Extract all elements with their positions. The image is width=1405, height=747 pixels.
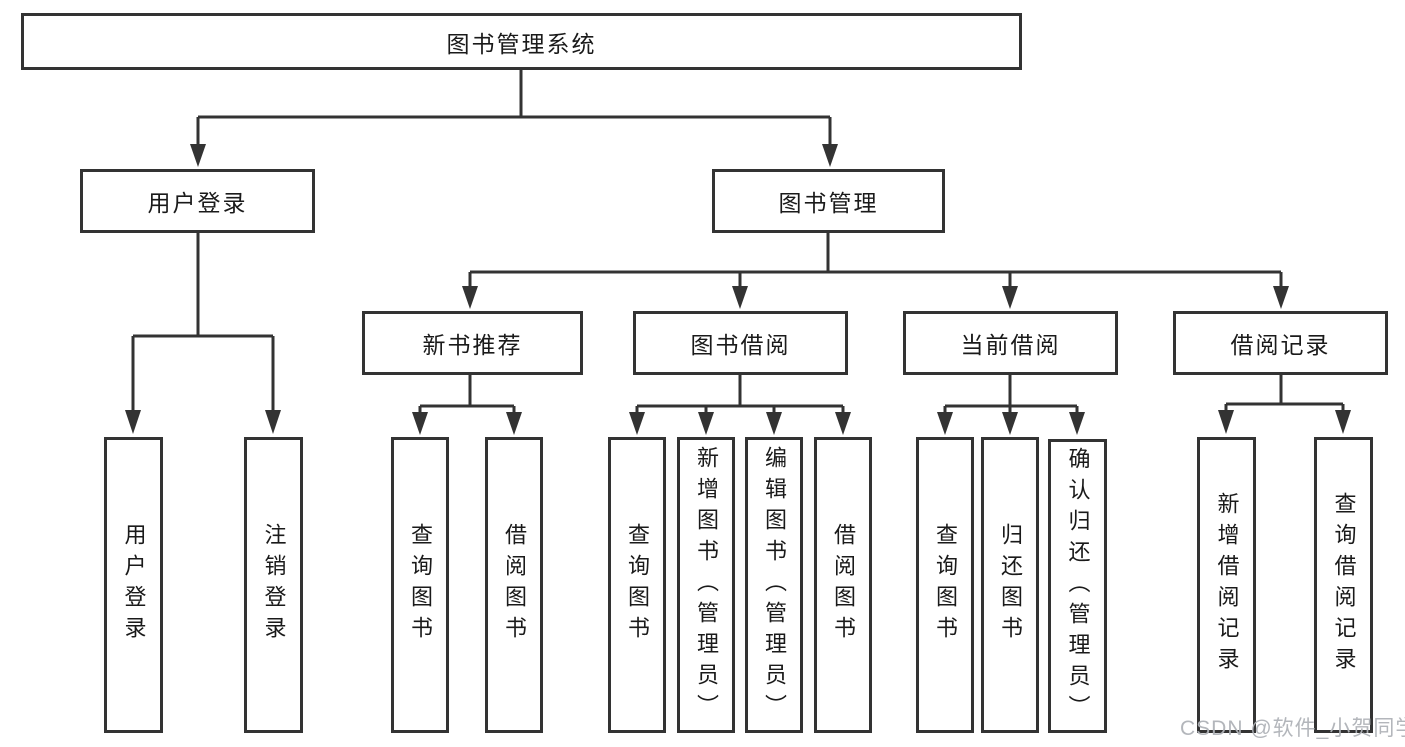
node-current-borrow-label: 当前借阅	[960, 332, 1061, 358]
leaf-record-add-borrow-record-label: 新增借阅记录	[1214, 492, 1240, 678]
csdn-watermark: CSDN @软件_小贺同学	[1180, 717, 1405, 740]
node-current-borrow: 当前借阅	[903, 311, 1118, 375]
node-user-login-label: 用户登录	[147, 190, 248, 216]
leaf-current-return-books: 归还图书	[981, 437, 1039, 733]
node-book-borrow: 图书借阅	[633, 311, 848, 375]
node-borrow-record-label: 借阅记录	[1230, 332, 1331, 358]
leaf-current-confirm-return-admin-label: 确认归还（管理员）	[1065, 446, 1091, 726]
leaf-newbook-borrow-books-label: 借阅图书	[502, 523, 527, 647]
leaf-user-login-label: 用户登录	[121, 523, 147, 647]
leaf-current-query-books-label: 查询图书	[933, 523, 958, 647]
leaf-logout: 注销登录	[244, 437, 303, 733]
leaf-record-add-borrow-record: 新增借阅记录	[1197, 437, 1256, 733]
leaf-logout-label: 注销登录	[261, 523, 287, 647]
node-borrow-record: 借阅记录	[1173, 311, 1388, 375]
leaf-borrow-borrow-books-label: 借阅图书	[831, 523, 856, 647]
node-book-management: 图书管理	[712, 169, 945, 233]
leaf-current-query-books: 查询图书	[916, 437, 974, 733]
leaf-borrow-edit-books-admin-label: 编辑图书（管理员）	[762, 445, 787, 725]
node-root-label: 图书管理系统	[446, 30, 597, 57]
node-user-login: 用户登录	[80, 169, 315, 233]
leaf-record-query-borrow-record: 查询借阅记录	[1314, 437, 1373, 733]
leaf-newbook-borrow-books: 借阅图书	[485, 437, 543, 733]
node-root-system: 图书管理系统	[21, 13, 1022, 70]
leaf-borrow-query-books: 查询图书	[608, 437, 666, 733]
node-book-management-label: 图书管理	[778, 190, 879, 216]
leaf-borrow-add-books-admin: 新增图书（管理员）	[677, 437, 735, 733]
leaf-borrow-add-books-admin-label: 新增图书（管理员）	[694, 445, 719, 725]
leaf-newbook-query-books: 查询图书	[391, 437, 449, 733]
leaf-newbook-query-books-label: 查询图书	[408, 523, 433, 647]
node-new-book-recommend-label: 新书推荐	[422, 332, 523, 358]
node-new-book-recommend: 新书推荐	[362, 311, 583, 375]
leaf-current-return-books-label: 归还图书	[998, 523, 1023, 647]
leaf-record-query-borrow-record-label: 查询借阅记录	[1331, 492, 1357, 678]
leaf-borrow-edit-books-admin: 编辑图书（管理员）	[745, 437, 803, 733]
leaf-current-confirm-return-admin: 确认归还（管理员）	[1048, 439, 1107, 733]
leaf-borrow-borrow-books: 借阅图书	[814, 437, 872, 733]
leaf-user-login: 用户登录	[104, 437, 163, 733]
node-book-borrow-label: 图书借阅	[690, 332, 791, 358]
leaf-borrow-query-books-label: 查询图书	[625, 523, 650, 647]
